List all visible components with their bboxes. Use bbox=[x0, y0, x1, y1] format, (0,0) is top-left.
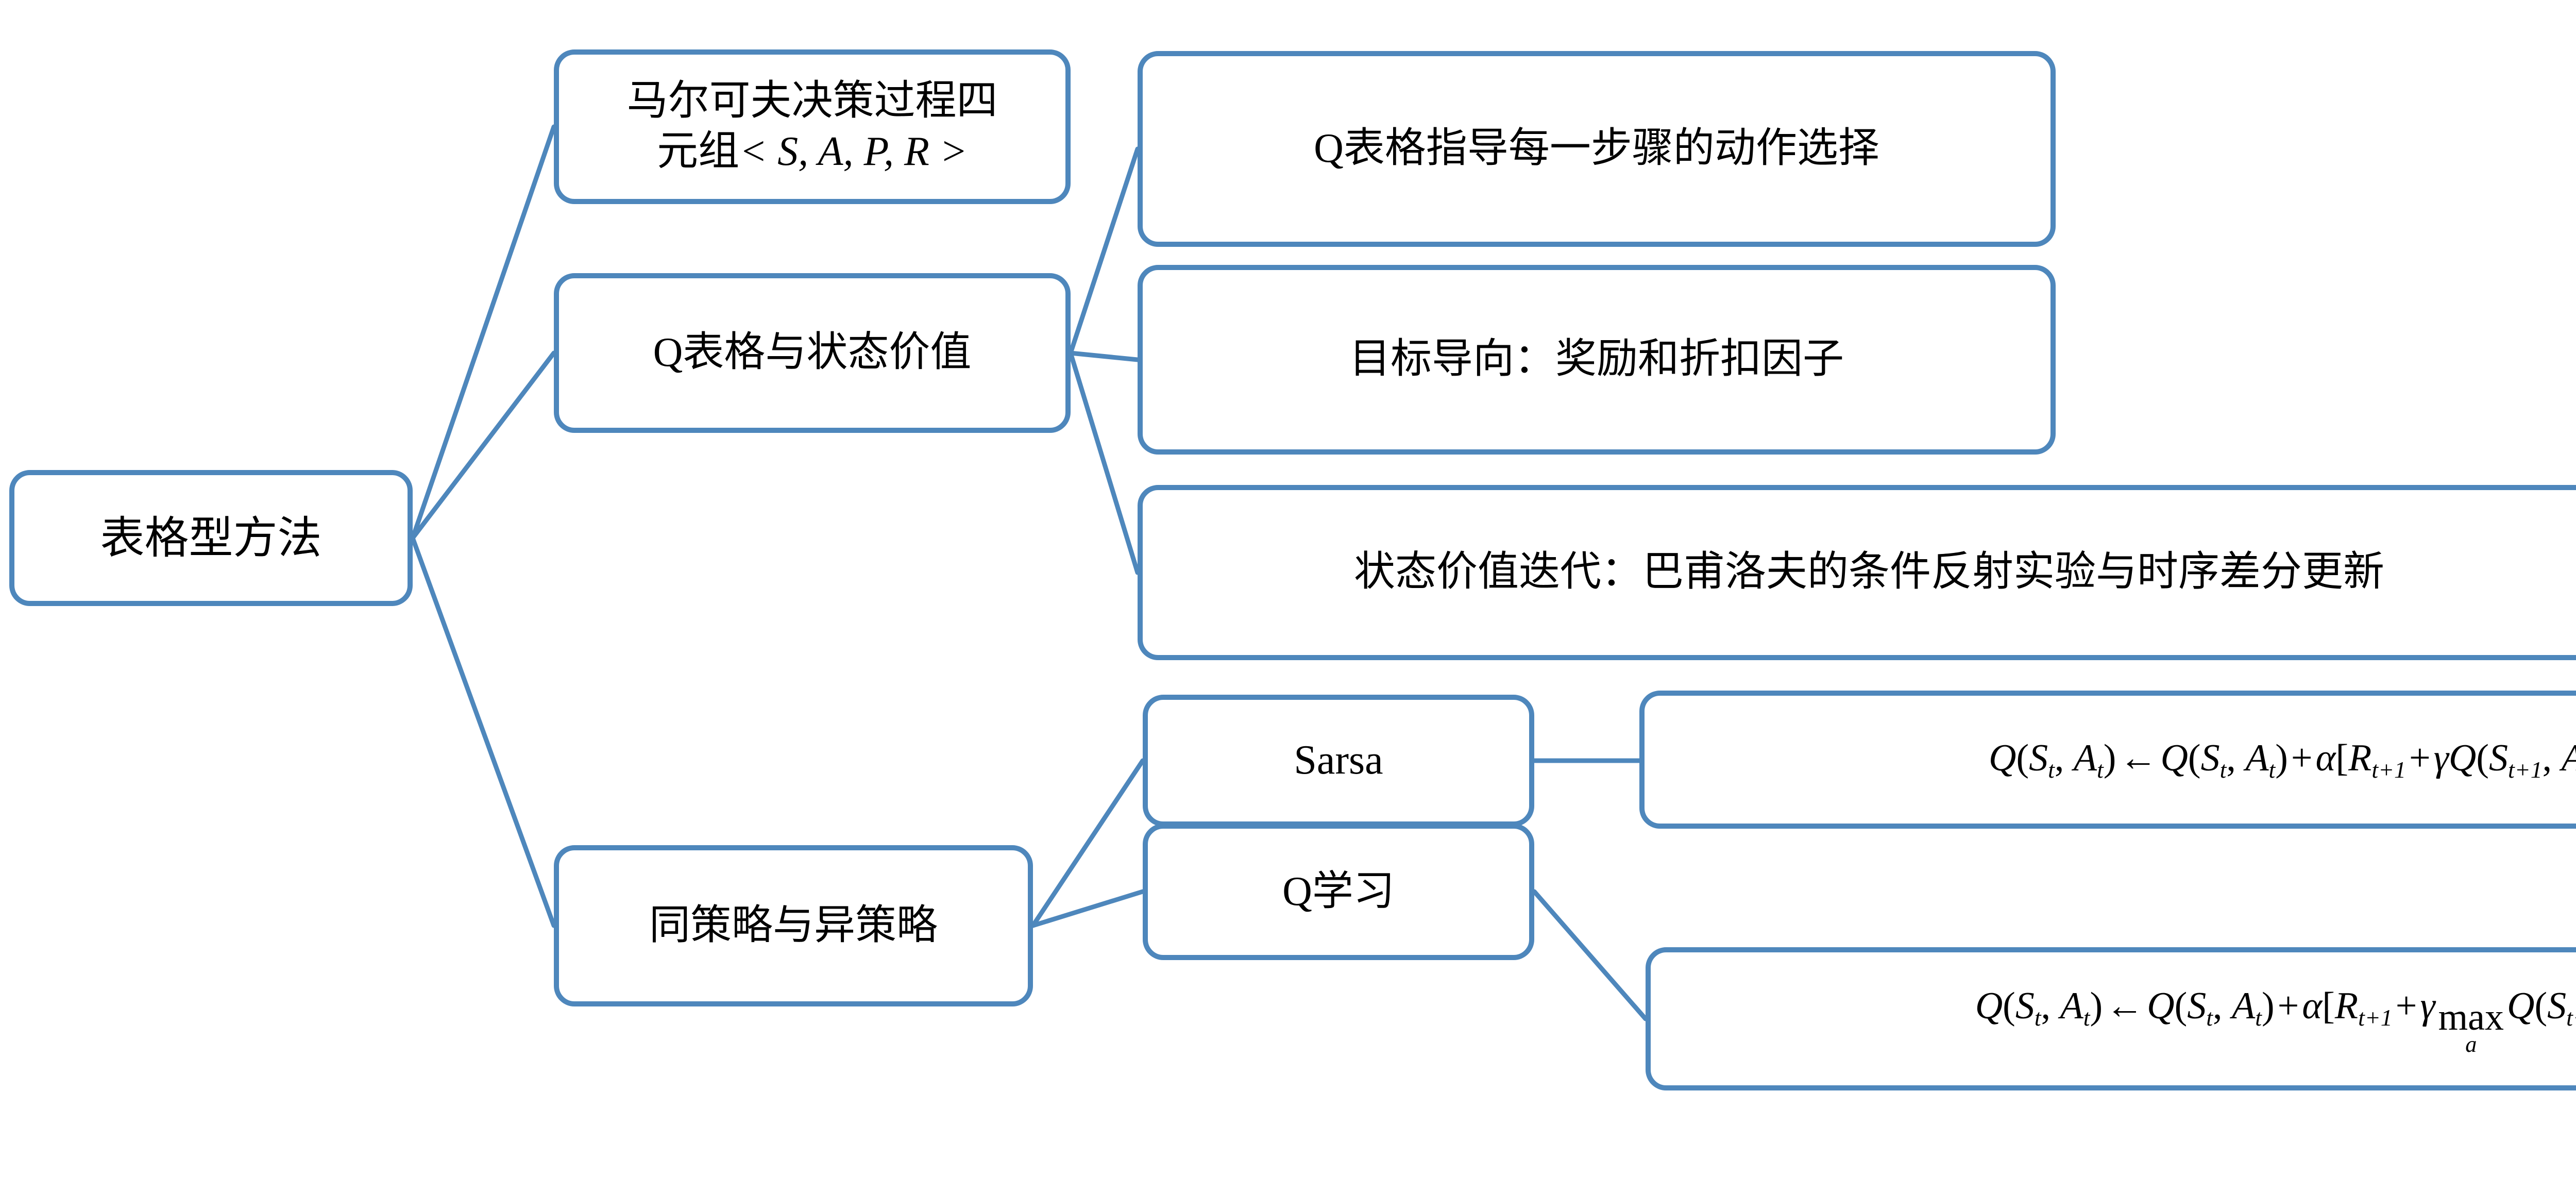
tok-plus: + bbox=[2277, 984, 2299, 1027]
formula-sarsa-update-body: Q(St, At)←Q(St, At)+α[Rt+1+γQ(St+1, At+1… bbox=[1658, 735, 2576, 784]
tok-lbrack: [ bbox=[2335, 737, 2349, 780]
tok-arrow: ← bbox=[2119, 737, 2158, 780]
tok-S: S bbox=[2029, 737, 2048, 780]
tok-R: R bbox=[2334, 984, 2359, 1027]
tok-alpha: α bbox=[2302, 984, 2323, 1027]
tok-t: t bbox=[2048, 756, 2055, 783]
link-qtable-to-leaf2 bbox=[1068, 350, 1140, 362]
tok-lparen: ( bbox=[2003, 984, 2015, 1027]
tok-t: t bbox=[2097, 756, 2104, 783]
tok-plus: + bbox=[2395, 984, 2417, 1027]
tok-lparen: ( bbox=[2188, 737, 2201, 780]
node-sarsa-label: Sarsa bbox=[1294, 737, 1383, 783]
tok-comma: , bbox=[2542, 737, 2552, 780]
tok-lbrack: [ bbox=[2322, 984, 2335, 1027]
formula-q-learning-update-body: Q(St, At)←Q(St, At)+α[Rt+1+γmaxaQ(St+1, … bbox=[1664, 983, 2576, 1055]
node-mdp-line2-math: < S, A, P, R > bbox=[739, 129, 968, 174]
tok-a-low: a bbox=[2465, 1031, 2477, 1057]
formula-q-learning-update[interactable]: Q(St, At)←Q(St, At)+α[Rt+1+γmaxaQ(St+1, … bbox=[1646, 947, 2576, 1090]
tok-Q: Q bbox=[2147, 984, 2175, 1027]
tok-lparen: ( bbox=[2534, 984, 2548, 1027]
tok-t: t bbox=[2255, 1004, 2262, 1031]
node-leaf2-label: 目标导向：奖励和折扣因子 bbox=[1349, 337, 1844, 382]
tok-t: t bbox=[2206, 1004, 2213, 1031]
tok-S: S bbox=[2015, 984, 2035, 1027]
node-mdp-line1: 马尔可夫决策过程四 bbox=[626, 78, 998, 124]
tok-lparen: ( bbox=[2476, 737, 2489, 780]
tok-comma: , bbox=[2054, 737, 2064, 780]
tok-plus: + bbox=[2409, 737, 2431, 780]
tok-t: t bbox=[2034, 1004, 2041, 1031]
tok-Q: Q bbox=[2448, 737, 2477, 780]
node-q-table-and-state-value[interactable]: Q表格与状态价值 bbox=[554, 273, 1071, 433]
node-goal-oriented-reward-discount[interactable]: 目标导向：奖励和折扣因子 bbox=[1138, 265, 2056, 455]
node-mdp-line2-prefix: 元组 bbox=[657, 129, 740, 174]
tok-Q: Q bbox=[1975, 984, 2003, 1027]
tok-comma: , bbox=[2226, 737, 2236, 780]
link-onoff-to-qlearning bbox=[1030, 889, 1145, 928]
node-on-off-policy-label: 同策略与异策略 bbox=[649, 902, 938, 948]
tok-comma: , bbox=[2041, 984, 2051, 1027]
node-q-table-and-state-value-label: Q表格与状态价值 bbox=[653, 330, 972, 376]
tok-rparen: ) bbox=[2261, 984, 2275, 1027]
node-q-learning[interactable]: Q学习 bbox=[1143, 824, 1534, 960]
link-root-to-mdp bbox=[410, 124, 556, 541]
tok-tp1: t+1 bbox=[2358, 1004, 2393, 1031]
tok-S: S bbox=[2187, 984, 2207, 1027]
tok-A: A bbox=[2245, 737, 2269, 780]
node-root[interactable]: 表格型方法 bbox=[9, 470, 413, 606]
node-sarsa[interactable]: Sarsa bbox=[1143, 695, 1534, 827]
tok-rparen: ) bbox=[2103, 737, 2116, 780]
node-root-label: 表格型方法 bbox=[100, 513, 322, 563]
tok-t: t bbox=[2083, 1004, 2090, 1031]
link-qlearning-to-formula bbox=[1532, 889, 1648, 1021]
tok-A: A bbox=[2562, 737, 2576, 779]
node-state-value-iteration-pavlov-td[interactable]: 状态价值迭代：巴甫洛夫的条件反射实验与时序差分更新 bbox=[1138, 485, 2576, 660]
tok-tp1: t+1 bbox=[2371, 756, 2406, 783]
tok-Q: Q bbox=[2507, 984, 2535, 1027]
tok-arrow: ← bbox=[2106, 984, 2144, 1027]
tok-lparen: ( bbox=[2174, 984, 2188, 1027]
node-mdp-tuple[interactable]: 马尔可夫决策过程四 元组< S, A, P, R > bbox=[554, 49, 1071, 204]
link-qtable-to-leaf1 bbox=[1068, 146, 1140, 356]
node-leaf3-label: 状态价值迭代：巴甫洛夫的条件反射实验与时序差分更新 bbox=[1354, 549, 2384, 595]
tok-R: R bbox=[2348, 737, 2372, 780]
formula-sarsa-update[interactable]: Q(St, At)←Q(St, At)+α[Rt+1+γQ(St+1, At+1… bbox=[1639, 691, 2576, 829]
tok-A: A bbox=[2060, 984, 2083, 1027]
tok-Q: Q bbox=[1988, 737, 2016, 780]
node-mdp-tuple-label: 马尔可夫决策过程四 元组< S, A, P, R > bbox=[572, 76, 1052, 177]
tok-A: A bbox=[2232, 984, 2256, 1027]
link-onoff-to-sarsa bbox=[1030, 758, 1145, 928]
tok-S: S bbox=[2200, 737, 2220, 780]
tok-rparen: ) bbox=[2275, 737, 2288, 780]
tok-S: S bbox=[2547, 984, 2567, 1027]
tok-tp1: t+1 bbox=[2508, 756, 2543, 783]
node-q-learning-label: Q学习 bbox=[1282, 868, 1395, 914]
node-q-table-guides-action-selection[interactable]: Q表格指导每一步骤的动作选择 bbox=[1138, 51, 2056, 247]
tok-A: A bbox=[2073, 737, 2097, 780]
tok-Q: Q bbox=[2160, 737, 2188, 780]
node-on-off-policy[interactable]: 同策略与异策略 bbox=[554, 845, 1033, 1006]
tok-comma: , bbox=[2213, 984, 2223, 1027]
link-root-to-qtable bbox=[410, 350, 556, 541]
link-root-to-onoff bbox=[410, 535, 556, 928]
tok-lparen: ( bbox=[2016, 737, 2029, 780]
tok-tp1: t+1 bbox=[2566, 1004, 2576, 1031]
link-qtable-to-leaf3 bbox=[1068, 350, 1140, 575]
tok-gamma: γ bbox=[2433, 737, 2449, 780]
tok-t: t bbox=[2219, 756, 2227, 783]
node-leaf1-label: Q表格指导每一步骤的动作选择 bbox=[1314, 126, 1879, 172]
tok-t: t bbox=[2268, 756, 2276, 783]
tok-max: max bbox=[2438, 996, 2504, 1039]
tok-gamma: γ bbox=[2420, 984, 2435, 1027]
tok-S: S bbox=[2489, 737, 2509, 780]
tok-rparen: ) bbox=[2090, 984, 2103, 1027]
tok-alpha: α bbox=[2315, 737, 2336, 780]
tok-plus: + bbox=[2291, 737, 2313, 780]
